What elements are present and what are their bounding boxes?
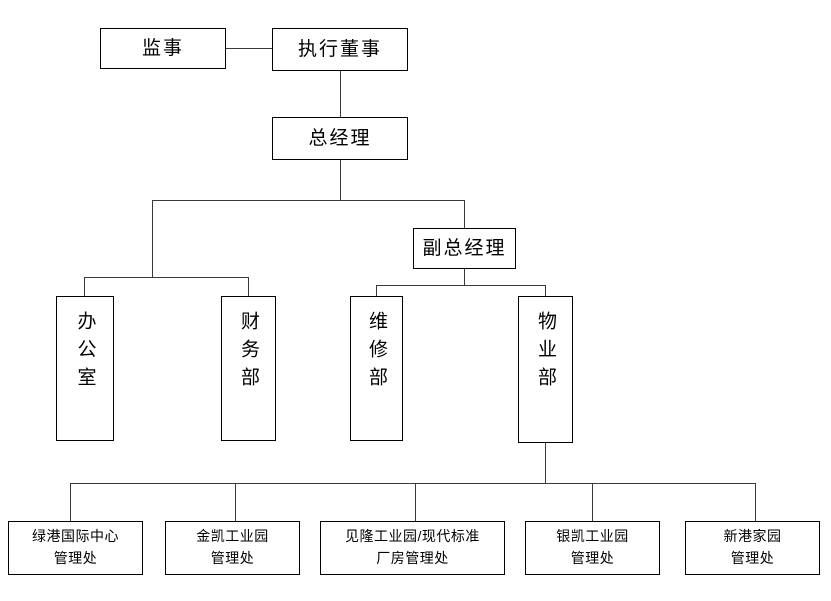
connector-drop-to-finance [248, 277, 249, 296]
node-finance-department[interactable]: 财务部 [221, 296, 276, 441]
node-xingang-home-office-label: 新港家园 管理处 [723, 528, 782, 566]
node-supervisor-label: 监事 [141, 37, 184, 59]
connector-gm-drop [340, 160, 341, 201]
node-maintenance-department[interactable]: 维修部 [350, 296, 403, 441]
connector-drop-to-lvgang [70, 483, 71, 521]
connector-property-drop [545, 443, 546, 483]
connector-drop-to-xingang [755, 483, 756, 521]
connector-drop-to-maintenance [376, 285, 377, 296]
node-jinkai-industrial-park-office-label: 金凯工业园 管理处 [196, 528, 269, 566]
connector-drop-to-yinkai [592, 483, 593, 521]
node-supervisor[interactable]: 监事 [100, 28, 226, 69]
connector-left-sub-bar [84, 277, 249, 278]
node-property-department[interactable]: 物业部 [518, 296, 573, 443]
connector-supervisor-to-director [226, 48, 272, 49]
node-general-manager[interactable]: 总经理 [272, 117, 408, 160]
connector-director-to-gm [340, 71, 341, 117]
connector-drop-to-jinkai [235, 483, 236, 521]
node-maintenance-department-label: 维修部 [366, 311, 387, 395]
node-office-label: 办公室 [74, 311, 96, 395]
node-executive-director[interactable]: 执行董事 [272, 28, 408, 71]
node-jinkai-industrial-park-office[interactable]: 金凯工业园 管理处 [165, 521, 300, 575]
node-jianlong-industrial-park-office-label: 见隆工业园/现代标准 厂房管理处 [345, 528, 480, 566]
connector-gm-distribution-bar [152, 200, 465, 201]
node-yinkai-industrial-park-office-label: 银凯工业园 管理处 [556, 528, 629, 566]
node-finance-department-label: 财务部 [238, 311, 259, 395]
connector-drop-to-jianlong [415, 483, 416, 521]
connector-drop-to-property [545, 285, 546, 296]
node-general-manager-label: 总经理 [308, 127, 372, 149]
node-office[interactable]: 办公室 [56, 296, 114, 441]
connector-drop-to-office [84, 277, 85, 296]
node-lvgang-international-center-office-label: 绿港国际中心 管理处 [32, 528, 119, 566]
node-deputy-general-manager-label: 副总经理 [422, 237, 507, 259]
node-xingang-home-office[interactable]: 新港家园 管理处 [685, 521, 820, 575]
node-property-department-label: 物业部 [535, 311, 556, 395]
node-lvgang-international-center-office[interactable]: 绿港国际中心 管理处 [8, 521, 143, 575]
connector-deputy-sub-bar [376, 285, 546, 286]
connector-deputy-drop [464, 269, 465, 286]
connector-left-branch-drop [152, 200, 153, 277]
connector-bottom-distribution-bar [70, 483, 755, 484]
node-executive-director-label: 执行董事 [297, 38, 382, 60]
node-jianlong-industrial-park-office[interactable]: 见隆工业园/现代标准 厂房管理处 [320, 521, 505, 575]
node-deputy-general-manager[interactable]: 副总经理 [413, 228, 516, 269]
connector-gm-to-deputy [464, 200, 465, 228]
node-yinkai-industrial-park-office[interactable]: 银凯工业园 管理处 [525, 521, 660, 575]
